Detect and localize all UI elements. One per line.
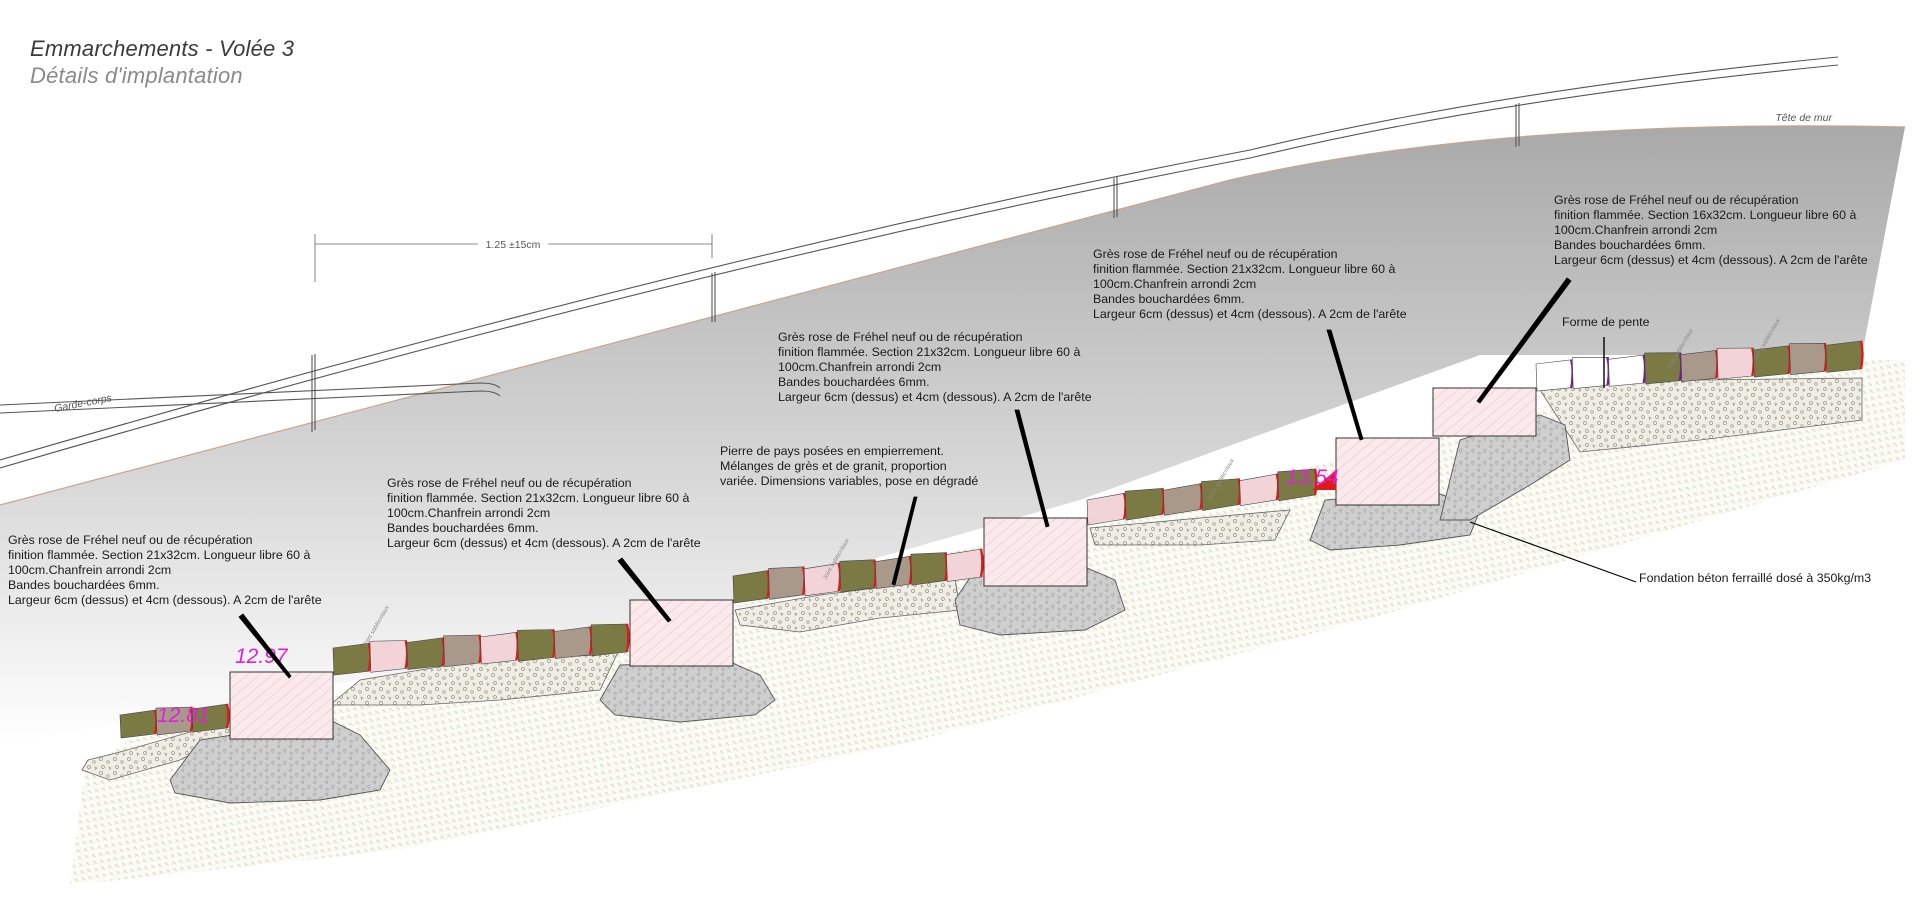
annotation-step-2: Grès rose de Fréhel neuf ou de récupérat… bbox=[387, 476, 701, 550]
handrail bbox=[0, 56, 1839, 469]
level-12-81: 12.81 bbox=[157, 704, 210, 727]
paving-stone bbox=[839, 559, 876, 593]
svg-text:100cm.Chanfrein arrondi 2cm: 100cm.Chanfrein arrondi 2cm bbox=[8, 563, 171, 577]
dimension-label: 1.25 ±15cm bbox=[486, 239, 541, 251]
svg-text:finition flammée. Section 21x3: finition flammée. Section 21x32cm. Longu… bbox=[8, 548, 310, 562]
paving-stone bbox=[768, 566, 805, 600]
paving-stone bbox=[590, 623, 629, 657]
stone-joint bbox=[1859, 340, 1864, 370]
drawing-title: Emmarchements - Volée 3 bbox=[30, 36, 295, 61]
wall-top-edge bbox=[0, 125, 1906, 506]
paving-stone bbox=[406, 637, 444, 670]
forme-de-pente-label: Forme de pente bbox=[1562, 315, 1650, 329]
svg-text:Mélanges de grès et de granit,: Mélanges de grès et de granit, proportio… bbox=[720, 459, 947, 473]
paving-stone bbox=[369, 640, 408, 673]
svg-text:100cm.Chanfrein arrondi 2cm: 100cm.Chanfrein arrondi 2cm bbox=[1093, 277, 1256, 291]
svg-text:Grès rose de Fréhel neuf ou de: Grès rose de Fréhel neuf ou de récupérat… bbox=[1093, 247, 1338, 261]
paving-stones bbox=[119, 340, 1864, 739]
paving-stone bbox=[803, 562, 841, 597]
paving-stone bbox=[1789, 343, 1827, 375]
svg-text:Largeur 6cm (dessus) et 4cm (d: Largeur 6cm (dessus) et 4cm (dessous). A… bbox=[778, 390, 1092, 404]
paving-stone bbox=[332, 642, 371, 676]
svg-text:100cm.Chanfrein arrondi 2cm: 100cm.Chanfrein arrondi 2cm bbox=[387, 506, 550, 520]
annotation-step-3: Grès rose de Fréhel neuf ou de récupérat… bbox=[778, 330, 1092, 404]
paving-stone bbox=[1124, 488, 1164, 521]
level-13-54: 13.54 bbox=[1286, 466, 1339, 489]
paving-stone bbox=[1825, 340, 1863, 373]
step-4 bbox=[1335, 437, 1440, 506]
svg-text:Bandes bouchardées 6mm.: Bandes bouchardées 6mm. bbox=[1554, 238, 1706, 252]
svg-text:100cm.Chanfrein arrondi 2cm: 100cm.Chanfrein arrondi 2cm bbox=[1554, 223, 1717, 237]
drawing-subtitle: Détails d'implantation bbox=[30, 63, 243, 88]
svg-text:Grès rose de Fréhel neuf ou de: Grès rose de Fréhel neuf ou de récupérat… bbox=[387, 476, 632, 490]
paving-stone bbox=[910, 552, 947, 586]
stone-joint bbox=[225, 703, 230, 729]
annotation-step-5: Grès rose de Fréhel neuf ou de récupérat… bbox=[1554, 193, 1868, 267]
stone-joint bbox=[979, 548, 984, 578]
paving-stone bbox=[1644, 352, 1682, 385]
svg-text:finition flammée. Section 21x3: finition flammée. Section 21x32cm. Longu… bbox=[387, 491, 689, 505]
retaining-wall bbox=[0, 125, 1905, 746]
svg-text:Largeur 6cm (dessus) et 4cm (d: Largeur 6cm (dessus) et 4cm (dessous). A… bbox=[8, 593, 322, 607]
dimension-line bbox=[314, 234, 713, 282]
paving-stone bbox=[1571, 357, 1609, 389]
red-wedge bbox=[1312, 470, 1336, 490]
svg-text:Bandes bouchardées 6mm.: Bandes bouchardées 6mm. bbox=[1093, 292, 1245, 306]
paving-stone bbox=[443, 634, 481, 668]
leader-lines bbox=[238, 277, 1637, 679]
paving-stone bbox=[480, 631, 518, 665]
paving-stone bbox=[1535, 359, 1573, 392]
stone-joint bbox=[1313, 468, 1318, 496]
svg-text:variée. Dimensions variables,: variée. Dimensions variables, pose en dé… bbox=[720, 474, 978, 488]
paving-stone bbox=[946, 548, 983, 582]
fondation-label: Fondation béton ferraillé dosé à 350kg/m… bbox=[1639, 571, 1871, 585]
paving-stone bbox=[1716, 347, 1754, 380]
svg-text:Grès rose de Fréhel neuf ou de: Grès rose de Fréhel neuf ou de récupérat… bbox=[778, 330, 1023, 344]
svg-text:finition flammée. Section 21x3: finition flammée. Section 21x32cm. Longu… bbox=[1093, 262, 1395, 276]
svg-text:Pierre de pays posées en empie: Pierre de pays posées en empierrement. bbox=[720, 444, 944, 458]
stone-joint bbox=[625, 623, 630, 653]
annotation-paving: Pierre de pays posées en empierrement. M… bbox=[720, 444, 978, 488]
paving-stone bbox=[1239, 473, 1279, 507]
step-3 bbox=[983, 517, 1088, 587]
paving-stone bbox=[553, 626, 592, 659]
gravel-bedding bbox=[81, 377, 1863, 781]
annotation-step-4: Grès rose de Fréhel neuf ou de récupérat… bbox=[1093, 247, 1407, 321]
paving-stone bbox=[517, 629, 555, 662]
paving-stone bbox=[1680, 349, 1718, 382]
paving-stone bbox=[1608, 354, 1645, 387]
step-2 bbox=[629, 599, 734, 667]
svg-text:Bandes bouchardées 6mm.: Bandes bouchardées 6mm. bbox=[8, 578, 160, 592]
svg-text:Largeur 6cm (dessus) et 4cm (d: Largeur 6cm (dessus) et 4cm (dessous). A… bbox=[1093, 307, 1407, 321]
paving-stone bbox=[1163, 483, 1202, 516]
step-1 bbox=[229, 671, 334, 740]
garde-corps-label: Garde-corps bbox=[53, 392, 113, 415]
svg-text:Bandes bouchardées 6mm.: Bandes bouchardées 6mm. bbox=[778, 375, 930, 389]
svg-text:Largeur 6cm (dessus) et 4cm (d: Largeur 6cm (dessus) et 4cm (dessous). A… bbox=[387, 536, 701, 550]
annotation-step-1: Grès rose de Fréhel neuf ou de récupérat… bbox=[8, 533, 322, 607]
paving-stone bbox=[119, 709, 157, 739]
step-blocks bbox=[229, 387, 1537, 740]
svg-text:finition flammée. Section 16x3: finition flammée. Section 16x32cm. Longu… bbox=[1554, 208, 1856, 222]
paving-stone bbox=[1086, 492, 1126, 526]
level-12-97: 12.97 bbox=[235, 645, 289, 668]
svg-text:Grès rose de Fréhel neuf ou de: Grès rose de Fréhel neuf ou de récupérat… bbox=[8, 533, 253, 547]
svg-text:Bandes bouchardées 6mm.: Bandes bouchardées 6mm. bbox=[387, 521, 539, 535]
tete-de-mur-label: Tête de mur bbox=[1775, 112, 1832, 124]
paving-stone bbox=[732, 570, 769, 604]
svg-text:100cm.Chanfrein arrondi 2cm: 100cm.Chanfrein arrondi 2cm bbox=[778, 360, 941, 374]
svg-text:finition flammée. Section 21x3: finition flammée. Section 21x32cm. Longu… bbox=[778, 345, 1080, 359]
svg-text:Largeur 6cm (dessus) et 4cm (d: Largeur 6cm (dessus) et 4cm (dessous). A… bbox=[1554, 253, 1868, 267]
svg-text:Grès rose de Fréhel neuf ou de: Grès rose de Fréhel neuf ou de récupérat… bbox=[1554, 193, 1799, 207]
